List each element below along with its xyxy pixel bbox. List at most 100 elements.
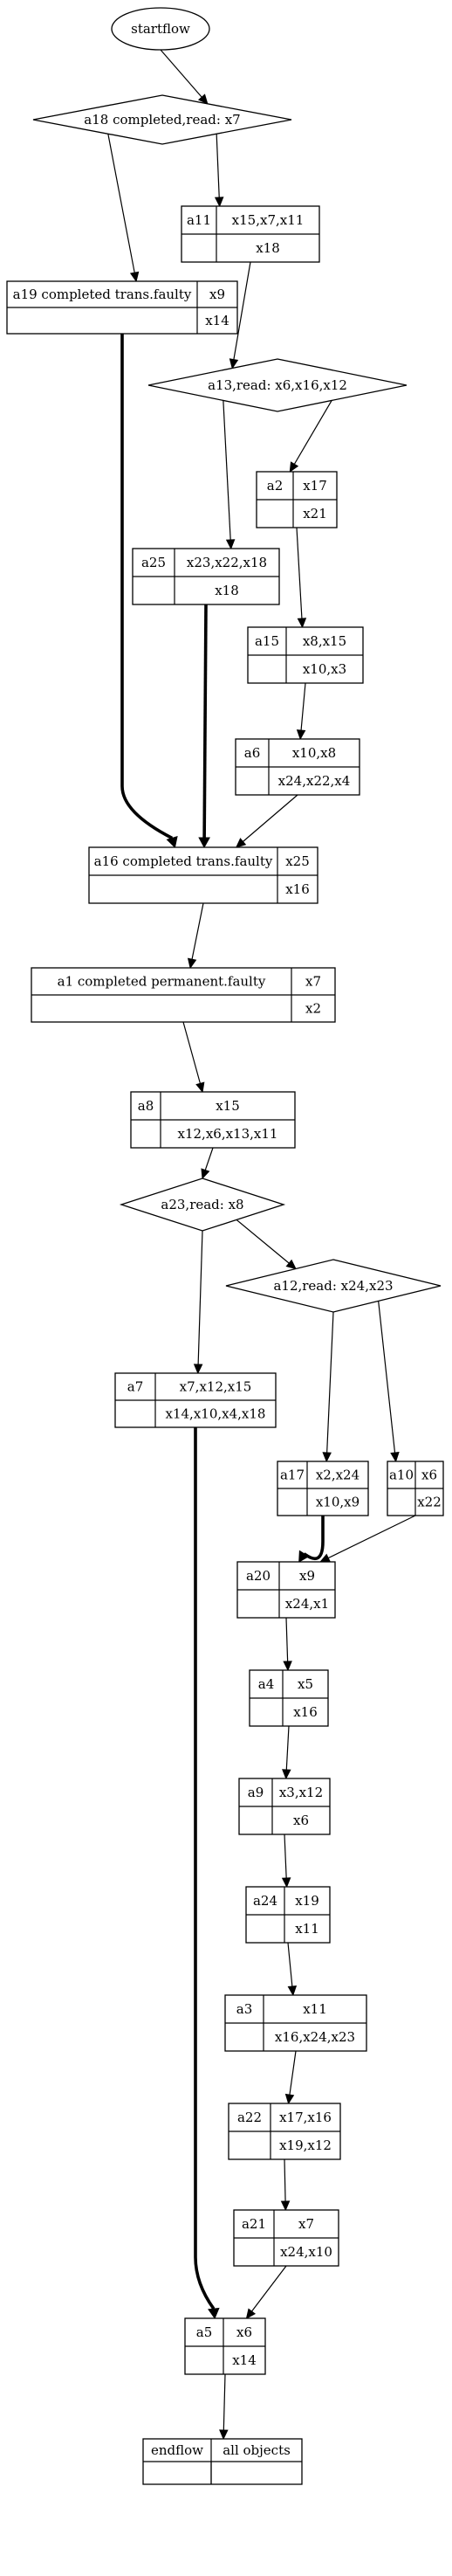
start-ellipse	[111, 7, 210, 51]
edge-a10-a20	[319, 1515, 416, 1563]
arrowhead	[198, 837, 210, 849]
edge-line	[223, 400, 231, 541]
edge-line	[191, 902, 204, 960]
activity-outputs: x14	[205, 313, 229, 328]
edge-line	[120, 334, 174, 840]
activity-inputs: x19	[295, 1893, 319, 1909]
arrowhead	[322, 1452, 332, 1463]
arrowhead	[297, 618, 307, 629]
edge-line	[204, 1147, 214, 1171]
activity-inputs: x17,x16	[279, 2110, 332, 2125]
activity-outputs: x24,x22,x4	[278, 773, 351, 789]
activity-inputs: x3,x12	[279, 1785, 323, 1800]
edge-a4-a9	[282, 1725, 291, 1780]
activity-outputs: x24,x10	[280, 2244, 332, 2260]
activity-outputs: x19,x12	[279, 2137, 332, 2153]
edge-d2-a2	[289, 400, 332, 473]
edge-a17-a20	[298, 1516, 325, 1563]
activity-name: a24	[253, 1893, 277, 1909]
edge-d1-a11	[214, 134, 224, 208]
edge-line	[284, 1834, 287, 1879]
activity-name: a3	[236, 2001, 253, 2017]
activity-outputs: x16,x24,x23	[275, 2029, 355, 2045]
edge-a3-a22	[284, 2050, 297, 2105]
edge-a11-d2	[229, 261, 251, 369]
arrowhead	[280, 2200, 291, 2212]
node-d2: a13,read: x6,x16,x12	[147, 358, 407, 412]
arrowhead	[296, 729, 306, 741]
arrowhead	[281, 1877, 291, 1889]
activity-name: a16 completed trans.faulty	[94, 853, 273, 869]
edge-a5-end	[219, 2373, 229, 2441]
activity-name: a9	[248, 1785, 264, 1800]
arrowhead	[285, 1259, 297, 1270]
activity-name: a8	[138, 1098, 154, 1114]
node-d3: a23,read: x8	[119, 1178, 286, 1232]
edge-line	[285, 1725, 290, 1771]
activity-name: a17	[280, 1468, 305, 1483]
edge-line	[216, 134, 220, 198]
activity-inputs: x2,x24	[316, 1468, 360, 1483]
end-label: endflow	[151, 2442, 203, 2458]
activity-outputs: x18	[256, 240, 280, 256]
edge-a7-a5	[194, 1427, 220, 2320]
edge-line	[251, 2265, 287, 2312]
activity-name: a19 completed trans.faulty	[13, 287, 192, 302]
activity-name: a7	[127, 1379, 144, 1395]
arrowhead	[208, 2307, 220, 2320]
edge-a16-a1	[187, 902, 204, 970]
activity-outputs: x16	[285, 881, 310, 897]
arrowhead	[201, 1168, 210, 1180]
activity-inputs: x8,x15	[303, 633, 346, 649]
edge-d4-a10	[378, 1301, 400, 1463]
activity-inputs: x9	[209, 287, 225, 302]
edge-a20-a4	[283, 1617, 292, 1672]
activity-outputs: x2	[305, 1001, 321, 1017]
edge-d4-a17	[322, 1311, 334, 1463]
arrowhead	[187, 957, 197, 970]
edge-line	[284, 2158, 286, 2202]
node-a19: a19 completed trans.faulty x9 x14	[6, 280, 238, 335]
edge-a6-a16	[235, 794, 298, 848]
activity-outputs: x10,x9	[316, 1495, 360, 1510]
node-label: a23,read: x8	[161, 1197, 243, 1212]
edge-a8-d3	[201, 1147, 214, 1180]
activity-inputs: x7,x12,x15	[180, 1379, 252, 1395]
arrowhead	[219, 2429, 229, 2441]
activity-outputs: x14	[232, 2352, 257, 2368]
activity-outputs: x24,x1	[285, 1596, 329, 1612]
activity-name: a11	[187, 212, 211, 228]
arrowhead	[195, 1081, 205, 1094]
arrowhead	[225, 539, 236, 550]
edge-start-d1	[160, 49, 209, 105]
edge-line	[202, 604, 208, 839]
activity-outputs: x18	[215, 583, 239, 598]
node-start: startflow	[111, 7, 210, 51]
edge-line	[197, 1230, 203, 1365]
edge-line	[300, 682, 306, 731]
edge-d1-a19	[107, 134, 140, 283]
edge-d3-a7	[193, 1230, 203, 1375]
activity-inputs: x6	[421, 1468, 437, 1483]
arrowhead	[287, 1986, 298, 1997]
decision-diamond	[225, 1259, 442, 1313]
node-label: a18 completed,read: x7	[84, 112, 240, 128]
arrowhead	[289, 461, 299, 473]
activity-inputs: x25	[285, 853, 310, 869]
edge-line	[289, 2050, 297, 2096]
arrowhead	[245, 2308, 257, 2319]
arrowhead	[197, 93, 209, 105]
edge-a19-a16	[120, 334, 178, 848]
activity-name: a20	[246, 1568, 271, 1584]
edge-a24-a3	[287, 1942, 298, 1997]
